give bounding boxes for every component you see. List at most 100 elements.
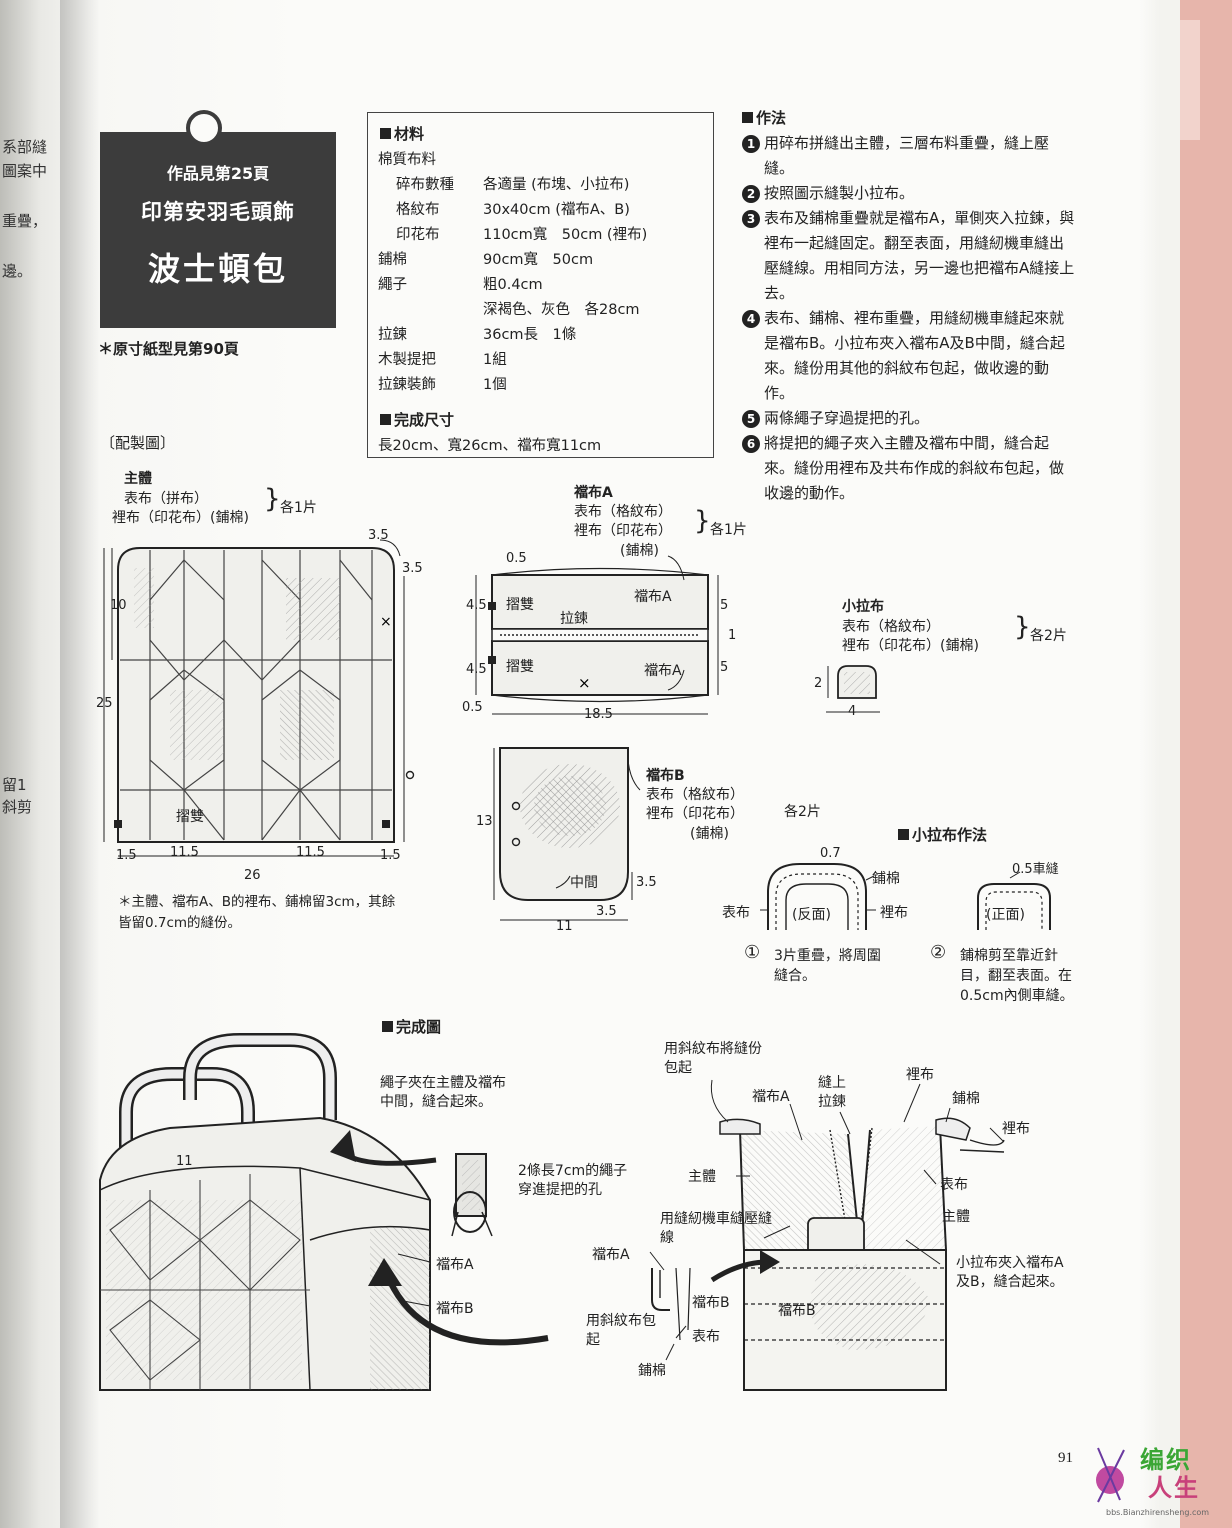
edge-text-2: 圖案中 (2, 162, 48, 180)
work-subtitle: 印第安羽毛頭飾 (141, 200, 295, 224)
edge-text-6: 斜剪 (2, 798, 33, 816)
dim-right-mid: 1 (728, 628, 737, 643)
dim-margin-top: 0.5 (506, 551, 527, 566)
dim-seg-b: 11.5 (170, 845, 199, 860)
material-value: 各適量 (布塊、小拉布) (483, 177, 630, 193)
material-value: 1組 (483, 352, 507, 368)
xsec-outer-bottom: 表布 (692, 1329, 720, 1345)
dim-main-width: 26 (244, 868, 261, 883)
tag-ring-icon (186, 110, 222, 146)
brace-icon: } (1014, 612, 1031, 642)
xsec-outer: 表布 (940, 1177, 968, 1193)
gusset-b-title: 襠布B (646, 768, 685, 784)
gusset-a-line3: (鋪棉) (620, 543, 659, 559)
gusset-a-fold-top: 摺雙 (506, 597, 534, 613)
xsec-tab-note: 小拉布夾入襠布A及B，縫合起來。 (956, 1255, 1064, 1290)
dim-tab-width: 4 (848, 704, 857, 719)
main-body-count: 各1片 (280, 500, 317, 516)
xsec-batting-top: 鋪棉 (952, 1091, 980, 1107)
tab-fig2-inner: (正面) (986, 907, 1025, 923)
tab-fig1-num: ① (744, 942, 761, 963)
tab-method-heading: 小拉布作法 (898, 824, 987, 845)
tab-fig2-num: ② (930, 942, 947, 963)
gusset-b-middle: 中間 (570, 875, 598, 891)
xsec-main-body-left: 主體 (688, 1169, 716, 1185)
dim-gusset-a-width: 18.5 (584, 707, 613, 722)
xsec-machine: 用縫紉機車縫壓縫線 (660, 1211, 772, 1246)
xsec-gusset-b-mid: 襠布B (692, 1295, 730, 1311)
material-name: 繩子 (378, 277, 407, 293)
finished-gusset-a: 襠布A (436, 1257, 474, 1273)
material-value: 36cm長 1條 (483, 327, 577, 343)
dim-gusset-b-corner-b: 3.5 (596, 904, 617, 919)
brace-icon: } (264, 484, 281, 514)
material-name: 拉鍊 (378, 327, 407, 343)
small-tab-line2: 裡布（印花布）(鋪棉) (842, 638, 979, 654)
edge-text-3: 重疊， (2, 212, 48, 230)
seam-allowance-note: ＊主體、襠布A、B的裡布、鋪棉留3cm，其餘皆留0.7cm的縫份。 (118, 894, 396, 931)
dim-left-bottom: 4.5 (466, 662, 487, 677)
dim-main-top: 10 (110, 598, 127, 613)
gusset-a-count: 各1片 (710, 522, 747, 538)
gusset-b-line2: 裡布（印花布） (646, 806, 744, 822)
diagram-heading: 〔配製圖〕 (100, 434, 176, 452)
watermark-url: bbs.Bianzhirensheng.com (1106, 1508, 1210, 1517)
dim-gusset-b-width: 11 (556, 919, 573, 934)
brace-icon: } (694, 506, 711, 536)
dim-right-bottom: 5 (720, 660, 729, 675)
xsec-batting-bottom: 鋪棉 (638, 1363, 666, 1379)
tab-fig1-right-bottom: 裡布 (880, 905, 908, 921)
dim-corner-a: 3.5 (368, 528, 389, 543)
edge-text-4: 邊。 (2, 262, 33, 280)
edge-text-1: 系部縫 (2, 138, 48, 156)
material-name: 鋪棉 (378, 252, 407, 268)
main-body-line1: 表布（拼布） (124, 491, 208, 507)
xsec-gusset-a-left: 襠布A (592, 1247, 630, 1263)
dim-gusset-b-height: 13 (476, 814, 493, 829)
dim-seg-c: 11.5 (296, 845, 325, 860)
material-name: 木製提把 (378, 352, 436, 368)
material-name: 拉鍊裝飾 (378, 377, 436, 393)
materials-intro: 棉質布料 (378, 152, 436, 168)
size-value: 長20cm、寬26cm、襠布寬11cm (378, 438, 602, 454)
watermark-logo-top: 编织 (1140, 1446, 1192, 1474)
small-tab-count: 各2片 (1030, 628, 1067, 644)
work-title: 波士頓包 (147, 250, 288, 288)
dim-margin-bottom: 0.5 (462, 700, 483, 715)
dim-right-top: 5 (720, 598, 729, 613)
material-name: 碎布數種 (396, 177, 454, 193)
xsec-lining-right: 裡布 (1002, 1121, 1030, 1137)
material-value: 90cm寬 50cm (483, 252, 594, 268)
dim-left-top: 4.5 (466, 598, 487, 613)
material-value: 1個 (483, 377, 507, 393)
main-body-title: 主體 (124, 471, 152, 487)
finished-gusset-b: 襠布B (436, 1301, 474, 1317)
tab-fig2-dim: 0.5車縫 (1012, 862, 1059, 877)
gusset-a-line2: 裡布（印花布） (574, 523, 672, 539)
xsec-bias-top: 用斜紋布將縫份包起 (664, 1041, 762, 1076)
gusset-a-line1: 表布（格紋布） (574, 504, 672, 520)
dim-seg-a: 1.5 (116, 848, 137, 863)
dim-tab-height: 2 (814, 676, 823, 691)
material-name: 印花布 (396, 227, 440, 243)
xsec-zipper: 縫上拉鍊 (818, 1075, 846, 1110)
dim-seg-d: 1.5 (380, 848, 401, 863)
xsec-gusset-b-inner: 襠布B (778, 1303, 816, 1319)
finished-cord-note: 繩子夾在主體及襠布中間，縫合起來。 (380, 1075, 506, 1110)
size-heading: 完成尺寸 (380, 409, 454, 430)
dim-corner-b: 3.5 (402, 561, 423, 576)
pattern-note: ＊原寸紙型見第90頁 (98, 340, 239, 358)
small-tab-line1: 表布（格紋布） (842, 619, 940, 635)
xsec-gusset-a-top: 襠布A (752, 1089, 790, 1105)
material-value: 粗0.4cm (483, 277, 543, 293)
